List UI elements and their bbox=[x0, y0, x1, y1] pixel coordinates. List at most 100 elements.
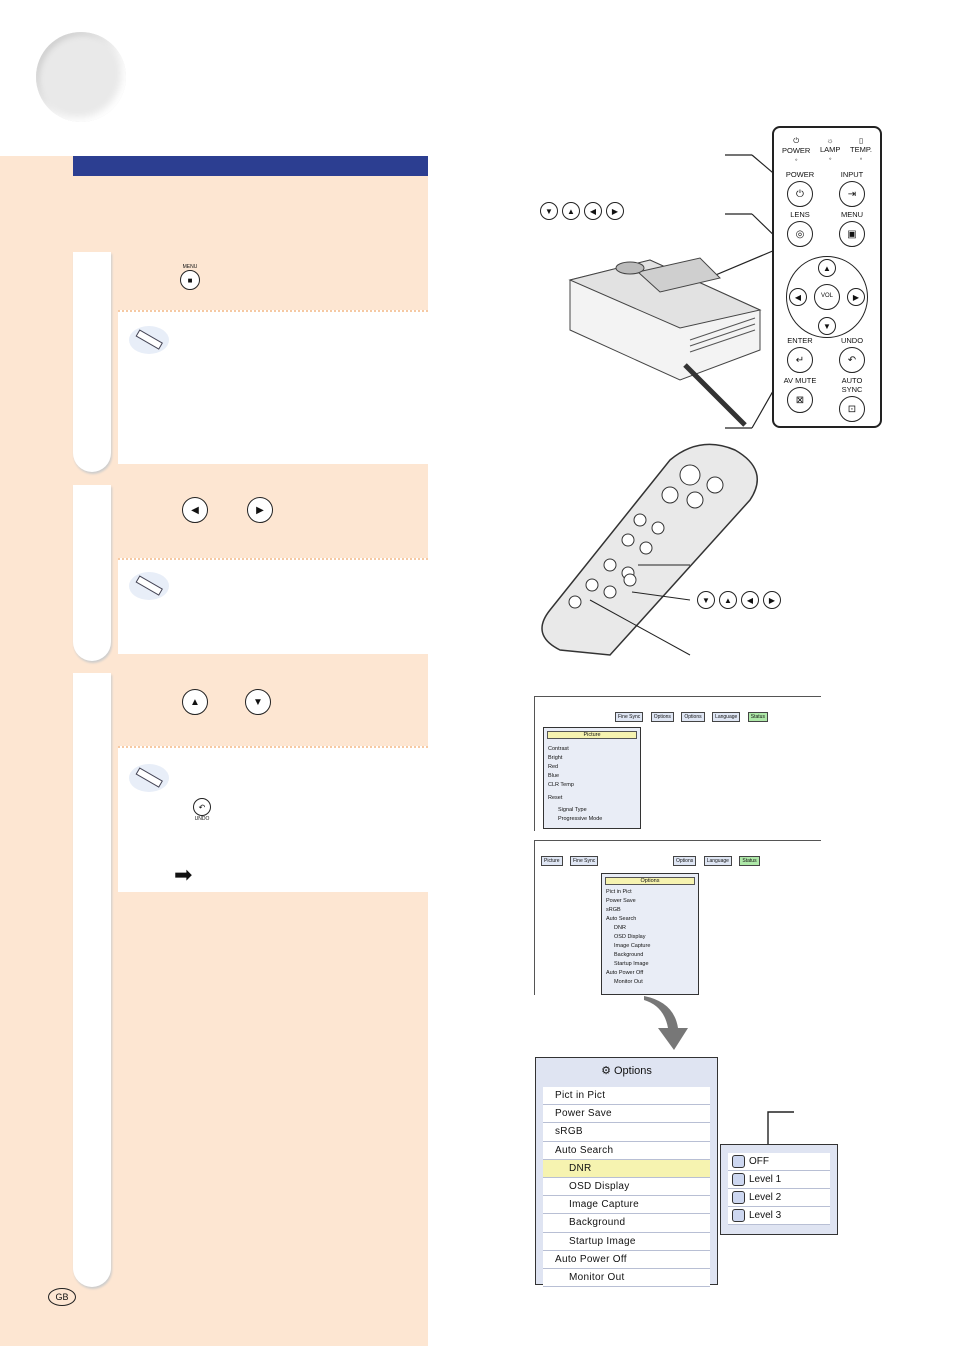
tab-picture: Picture bbox=[541, 856, 563, 866]
menu-row: Progressive Mode bbox=[558, 816, 603, 822]
lamp-indicator: ☼LAMP◦ bbox=[819, 136, 841, 163]
up-arrow-icon: ▲ bbox=[562, 202, 580, 220]
menu-row: Image Capture bbox=[614, 943, 651, 949]
menu-row-pict-in-pict[interactable]: Pict in Pict bbox=[543, 1087, 710, 1106]
undo-icon: ↶ bbox=[193, 798, 211, 816]
undo-panel-button[interactable]: UNDO↶ bbox=[832, 336, 872, 375]
menu-row: Power Save bbox=[606, 898, 636, 904]
remote-control-illustration bbox=[541, 443, 758, 656]
menu-row: Pict in Pict bbox=[606, 889, 632, 895]
vol-label: VOL bbox=[814, 284, 840, 310]
options-menu-screen: Picture Fine Sync Options Language Statu… bbox=[534, 840, 821, 995]
picture-menu-screen: Fine Sync Options Options Language Statu… bbox=[534, 696, 821, 831]
menu-row-image-capture[interactable]: Image Capture bbox=[543, 1196, 710, 1215]
tab-status: Status bbox=[747, 712, 768, 722]
step-2-strip bbox=[73, 485, 111, 661]
tab-status: Status bbox=[739, 856, 760, 866]
note-box-3 bbox=[118, 746, 428, 892]
left-arrow-icon: ◀ bbox=[741, 591, 759, 609]
dnr-submenu: OFF Level 1 Level 2 Level 3 bbox=[720, 1144, 838, 1235]
left-arrow-icon: ◀ bbox=[584, 202, 602, 220]
options-menu-tabs-left: Picture Fine Sync bbox=[541, 849, 601, 867]
menu-row: Startup Image bbox=[614, 961, 649, 967]
undo-icon: ↶ bbox=[839, 347, 865, 373]
tab-fine-sync: Fine Sync bbox=[570, 856, 599, 866]
menu-row: Bright bbox=[548, 755, 563, 761]
step-1-menu-button: MENU ■ bbox=[180, 264, 200, 290]
menu-row-monitor-out[interactable]: Monitor Out bbox=[543, 1268, 710, 1288]
up-arrow-button-icon: ▲ bbox=[182, 689, 208, 715]
note-box-1 bbox=[118, 310, 428, 464]
arrow-buttons-group-remote: ▼ ▲ ◀ ▶ bbox=[697, 591, 781, 609]
menu-row-osd-display[interactable]: OSD Display bbox=[543, 1177, 710, 1197]
menu-icon: ■ bbox=[180, 270, 200, 290]
menu-row-startup-image[interactable]: Startup Image bbox=[543, 1232, 710, 1251]
menu-row-auto-search[interactable]: Auto Search bbox=[543, 1141, 710, 1160]
auto-sync-button[interactable]: AUTO SYNC⊡ bbox=[832, 376, 872, 424]
menu-row-background[interactable]: Background bbox=[543, 1214, 710, 1233]
dnr-option-level-2[interactable]: Level 2 bbox=[728, 1189, 830, 1207]
av-mute-icon: ⊠ bbox=[787, 387, 813, 413]
curved-down-arrow-icon bbox=[644, 996, 688, 1050]
pencil-note-icon bbox=[128, 760, 170, 801]
menu-row: Auto Power Off bbox=[606, 970, 644, 976]
left-arrow-button-icon: ◀ bbox=[182, 497, 208, 523]
dpad: ▲ ▼ ◀ ▶ VOL bbox=[786, 256, 868, 338]
menu-row: sRGB bbox=[606, 907, 621, 913]
menu-icon: ▣ bbox=[839, 221, 865, 247]
power-indicator: ⏻POWER◦ bbox=[782, 136, 811, 164]
dnr-option-level-1[interactable]: Level 1 bbox=[728, 1171, 830, 1189]
picture-menu-box: Picture Contrast Bright Red Blue CLR Tem… bbox=[543, 727, 641, 829]
auto-sync-icon: ⊡ bbox=[839, 396, 865, 422]
undo-button: ↶ UNDO bbox=[193, 798, 211, 822]
chapter-tab-circle bbox=[36, 32, 126, 122]
power-button[interactable]: POWER⏻ bbox=[780, 170, 820, 209]
dnr-option-off[interactable]: OFF bbox=[728, 1153, 830, 1171]
input-button[interactable]: INPUT⇥ bbox=[832, 170, 872, 209]
picture-menu-title: Picture bbox=[547, 731, 637, 739]
menu-row-power-save[interactable]: Power Save bbox=[543, 1105, 710, 1124]
projector-control-panel: ⏻POWER◦ ☼LAMP◦ ▯TEMP.◦ POWER⏻ INPUT⇥ LEN… bbox=[772, 126, 882, 428]
menu-button-caption: MENU bbox=[182, 264, 198, 270]
menu-row: OSD Display bbox=[614, 934, 646, 940]
temp-indicator: ▯TEMP.◦ bbox=[850, 136, 872, 163]
dpad-down-icon[interactable]: ▼ bbox=[818, 317, 836, 335]
enter-icon: ↵ bbox=[787, 347, 813, 373]
undo-caption: UNDO bbox=[194, 816, 210, 822]
options-menu-small-title: Options bbox=[605, 877, 695, 885]
dpad-up-icon[interactable]: ▲ bbox=[818, 259, 836, 277]
tab-language: Language bbox=[712, 712, 741, 722]
input-icon: ⇥ bbox=[839, 181, 865, 207]
tab-fine-sync: Fine Sync bbox=[615, 712, 644, 722]
pencil-note-icon bbox=[128, 568, 170, 609]
menu-row-auto-power-off[interactable]: Auto Power Off bbox=[543, 1250, 710, 1269]
note-box-2 bbox=[118, 558, 428, 654]
indicator-row: ⏻POWER◦ ☼LAMP◦ ▯TEMP.◦ bbox=[782, 136, 872, 164]
options-menu-tabs-right: Options Language Status bbox=[673, 849, 763, 867]
right-arrow-button-icon: ▶ bbox=[247, 497, 273, 523]
enter-button[interactable]: ENTER↵ bbox=[780, 336, 820, 375]
menu-row: Red bbox=[548, 764, 559, 770]
dpad-right-icon[interactable]: ▶ bbox=[847, 288, 865, 306]
level-2-icon bbox=[732, 1190, 745, 1204]
lens-button[interactable]: LENS◎ bbox=[780, 210, 820, 249]
projector-illustration bbox=[568, 154, 780, 429]
menu-row-dnr[interactable]: DNR bbox=[543, 1159, 710, 1178]
section-header-bar bbox=[73, 156, 428, 176]
av-mute-button[interactable]: AV MUTE⊠ bbox=[780, 376, 820, 415]
dnr-option-level-3[interactable]: Level 3 bbox=[728, 1207, 830, 1225]
menu-button[interactable]: MENU▣ bbox=[832, 210, 872, 249]
level-1-icon bbox=[732, 1172, 745, 1186]
menu-row-srgb[interactable]: sRGB bbox=[543, 1123, 710, 1142]
tab-options-2: Options bbox=[681, 712, 705, 722]
down-arrow-icon: ▼ bbox=[697, 591, 715, 609]
dpad-left-icon[interactable]: ◀ bbox=[789, 288, 807, 306]
down-arrow-button-icon: ▼ bbox=[245, 689, 271, 715]
up-arrow-icon: ▲ bbox=[719, 591, 737, 609]
right-arrow-icon: ▶ bbox=[763, 591, 781, 609]
tab-options-1: Options bbox=[650, 712, 674, 722]
pencil-note-icon bbox=[128, 322, 170, 363]
arrow-buttons-group-top: ▼ ▲ ◀ ▶ bbox=[540, 202, 624, 220]
step-3-strip bbox=[73, 673, 111, 1287]
tab-options: Options bbox=[673, 856, 697, 866]
